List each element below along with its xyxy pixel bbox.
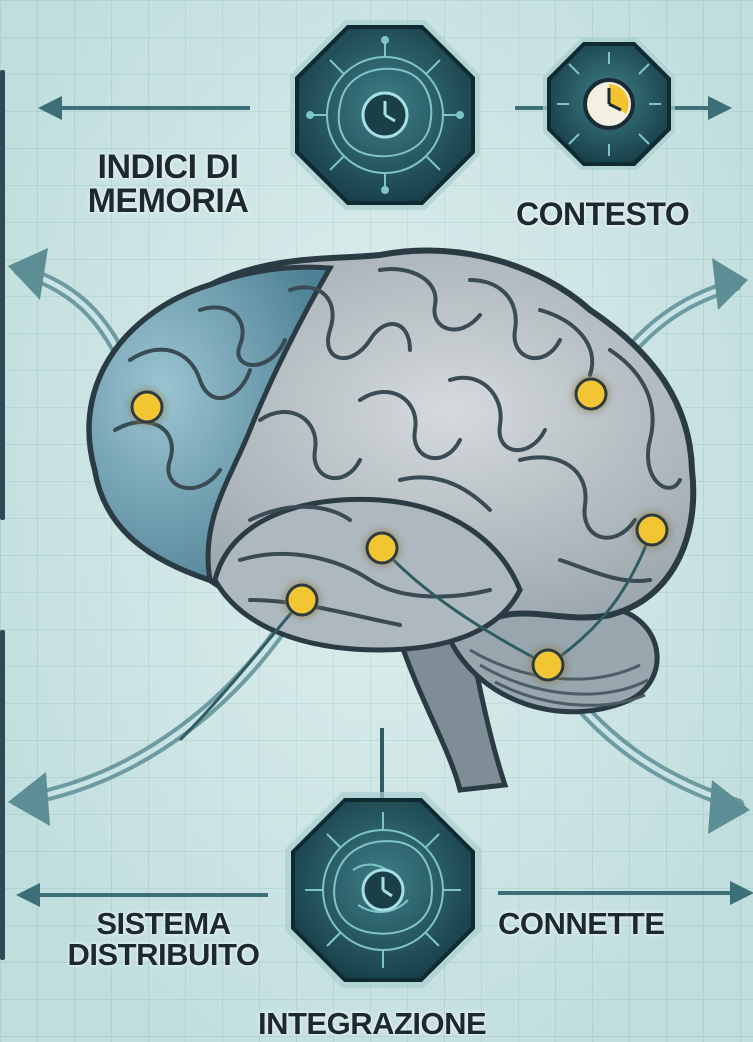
circuit-brain-clock-icon [285, 792, 481, 988]
node-right [637, 515, 667, 545]
brain-illustration [89, 251, 693, 790]
label-sistema-distribuito: SISTEMA DISTRIBUITO [56, 908, 271, 970]
node-connette [533, 650, 563, 680]
label-memoria-line2: MEMORIA [78, 184, 258, 218]
node-center [367, 533, 397, 563]
node-contesto [576, 379, 606, 409]
label-integrazione: INTEGRAZIONE [258, 1008, 486, 1039]
circuit-clock-icon [290, 20, 480, 210]
label-sistema-line1: SISTEMA [56, 908, 271, 939]
node-memoria [132, 392, 162, 422]
label-memoria-line1: INDICI DI [78, 150, 258, 184]
label-indici-di-memoria: INDICI DI MEMORIA [78, 150, 258, 218]
clock-icon [543, 38, 675, 170]
arrow-curve-bottom-left [22, 600, 300, 800]
label-contesto: CONTESTO [516, 198, 689, 230]
node-sistema [287, 585, 317, 615]
label-sistema-line2: DISTRIBUITO [56, 939, 271, 970]
label-connette: CONNETTE [498, 908, 665, 939]
